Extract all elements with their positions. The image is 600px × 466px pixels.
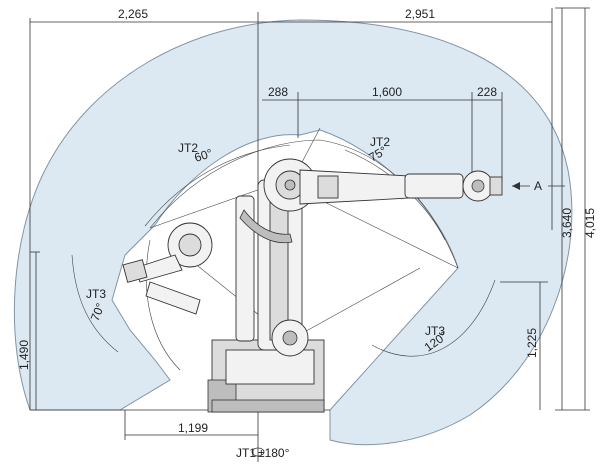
dim-arm-offset: 288 <box>268 85 288 99</box>
robot-upper-arm <box>299 169 411 205</box>
dim-reach-height-a: 3,640 <box>560 208 574 238</box>
inner-reach-arc <box>149 139 459 269</box>
label-jt3-left: JT3 <box>86 287 106 301</box>
dim-left-reach: 2,265 <box>118 7 148 21</box>
jt3-lower-arc <box>145 239 181 371</box>
dim-arm-length: 1,600 <box>372 85 402 99</box>
label-jt3-right: JT3 <box>425 324 445 338</box>
jt2-left-arc <box>144 144 291 227</box>
jt3-left-arc <box>71 254 119 353</box>
ref-line-1 <box>149 184 273 229</box>
dim-base-to-rear: 1,199 <box>178 421 208 435</box>
dim-right-reach: 2,951 <box>405 7 435 21</box>
robot-forearm <box>404 173 464 199</box>
jt3-right-arc <box>371 279 496 357</box>
label-jt1: JT1 <box>236 446 256 460</box>
label-jt2-right: JT2 <box>370 135 390 149</box>
label-jt2-left: JT2 <box>178 141 198 155</box>
robot-ghost-pose <box>122 222 213 315</box>
label-jt1-angle: ±180° <box>258 446 290 460</box>
robot-main <box>207 158 503 413</box>
dim-left-height: 1,490 <box>17 340 31 370</box>
dim-wrist-length: 228 <box>477 85 497 99</box>
dim-right-height: 1,225 <box>525 328 539 358</box>
dim-total-height: 4,015 <box>583 208 597 238</box>
ref-line-5 <box>289 267 421 341</box>
label-point-a: A <box>534 179 542 193</box>
label-jt2-left-angle: 60° <box>193 146 215 165</box>
jt1-rotation-icon <box>251 440 265 462</box>
label-jt3-left-angle: 70° <box>88 301 108 323</box>
